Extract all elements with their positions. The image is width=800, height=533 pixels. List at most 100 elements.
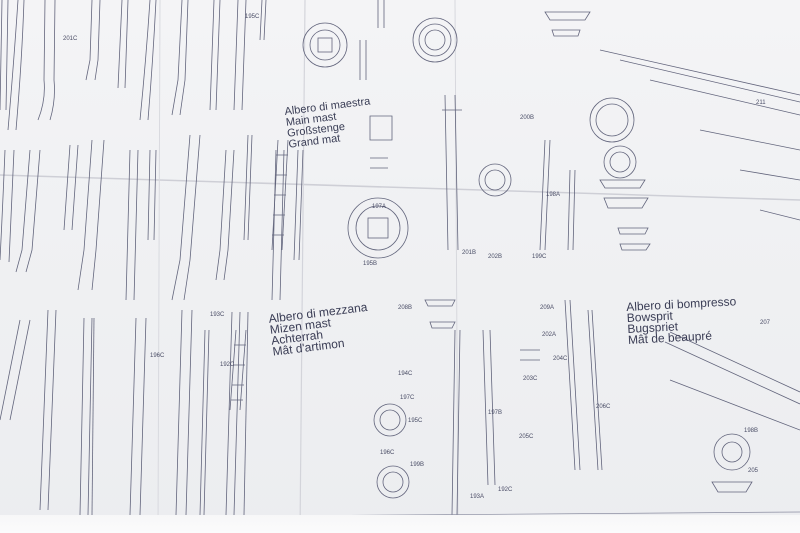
part-number: 197C: [400, 395, 415, 401]
part-number: 192C: [498, 487, 513, 493]
part-number: 197B: [488, 410, 503, 416]
spar-drawing: [0, 149, 15, 263]
part-number: 206C: [596, 404, 611, 410]
spar-drawing: [139, 0, 157, 121]
spar-drawing: [129, 317, 147, 516]
mast-top-drawing: [379, 409, 401, 431]
part-number: 198A: [546, 192, 561, 198]
spar-drawing: [171, 134, 201, 301]
spar-drawing: [599, 49, 800, 103]
part-number: 196C: [150, 353, 165, 359]
part-number: 202B: [488, 254, 503, 260]
spar-drawing: [271, 149, 285, 301]
spar-drawing: [7, 0, 25, 131]
part-number: 199B: [410, 462, 425, 468]
part-number: 205: [748, 468, 759, 474]
mast-top-drawing: [309, 29, 341, 61]
spar-drawing: [225, 311, 241, 516]
mast-top-drawing: [373, 403, 407, 437]
mast-top-drawing: [418, 23, 452, 57]
spar-drawing: [117, 0, 129, 89]
fold-crease: [454, 0, 459, 533]
mast-top-drawing: [478, 163, 512, 197]
trestle-drawing: [711, 481, 753, 493]
part-number: 207: [760, 320, 771, 326]
mast-top-drawing: [302, 22, 348, 68]
spar-drawing: [215, 149, 235, 281]
fold-crease: [0, 174, 800, 201]
mast-top-drawing: [484, 169, 506, 191]
part-number: 193A: [470, 494, 485, 500]
spar-drawing: [79, 317, 93, 516]
part-number: 194C: [398, 371, 413, 377]
mast-part-drawing: [482, 329, 496, 486]
spar-drawing: [147, 149, 157, 241]
mast-part-drawing: [369, 115, 393, 169]
bowsprit-drawing: [664, 331, 800, 405]
mast-top-drawing: [603, 145, 637, 179]
fold-crease: [157, 0, 161, 533]
mast-top-drawing: [376, 465, 410, 499]
spar-drawing: [125, 149, 139, 301]
part-number: 195C: [245, 14, 260, 20]
part-number: 208B: [398, 305, 413, 311]
part-number: 196C: [380, 450, 395, 456]
part-number: 211: [756, 100, 766, 106]
mast-top-drawing: [589, 97, 635, 143]
mast-top-drawing: [721, 441, 743, 463]
spar-drawing: [91, 317, 95, 516]
spar-drawing: [39, 309, 57, 511]
spar-drawing: [293, 149, 304, 261]
part-number: 192C: [220, 362, 235, 368]
spar-drawing: [243, 134, 253, 241]
ladder-drawing: [271, 139, 289, 251]
spar-drawing: [243, 311, 249, 516]
mast-part-drawing: [564, 299, 581, 471]
mast-top-drawing: [412, 17, 458, 63]
bowsprit-drawing: [669, 379, 800, 431]
part-number: 198B: [744, 428, 759, 434]
spar-drawing: [739, 169, 800, 221]
spar-drawing: [199, 329, 210, 516]
mast-part-drawing: [587, 309, 603, 471]
spar-drawing: [77, 139, 105, 291]
bowsprit-title: Albero di bompresso Bowsprit Bugspriet M…: [626, 294, 738, 347]
spar-drawing: [233, 0, 247, 111]
ladder-drawing: [229, 329, 247, 411]
trestle-drawing: [424, 299, 456, 329]
mast-part-drawing: [442, 94, 462, 251]
part-number: 201C: [63, 36, 78, 42]
part-number: 193C: [210, 312, 225, 318]
part-number: 205C: [519, 434, 534, 440]
mast-part-drawing: [451, 329, 461, 516]
spar-drawing: [0, 319, 31, 421]
part-number: 195B: [363, 261, 378, 267]
mast-top-drawing: [367, 217, 389, 239]
sheet-bottom-margin: [0, 515, 800, 533]
part-number: 201B: [462, 250, 477, 256]
spar-drawing: [85, 0, 101, 81]
fold-crease: [299, 0, 306, 533]
trestle-drawing: [544, 11, 591, 37]
mast-part-drawing: [539, 139, 551, 251]
mast-top-drawing: [713, 433, 751, 471]
spar-drawing: [649, 79, 800, 151]
mast-top-drawing: [609, 151, 631, 173]
mast-part-drawing: [359, 0, 385, 80]
mast-top-drawing: [347, 197, 409, 259]
mast-top-drawing: [595, 103, 629, 137]
part-number: 197A: [372, 204, 387, 210]
part-number: 195C: [408, 418, 423, 424]
spar-drawing: [209, 0, 221, 111]
mast-part-drawing: [520, 349, 540, 361]
part-number: 202A: [542, 332, 557, 338]
mast-top-drawing: [317, 37, 333, 53]
spar-drawing: [15, 149, 41, 273]
part-number: 203C: [523, 376, 538, 382]
mast-part-drawing: [567, 169, 576, 251]
part-number: 204C: [553, 356, 568, 362]
trestle-drawing: [599, 179, 649, 209]
mast-top-drawing: [382, 471, 404, 493]
spar-drawing: [171, 0, 189, 116]
